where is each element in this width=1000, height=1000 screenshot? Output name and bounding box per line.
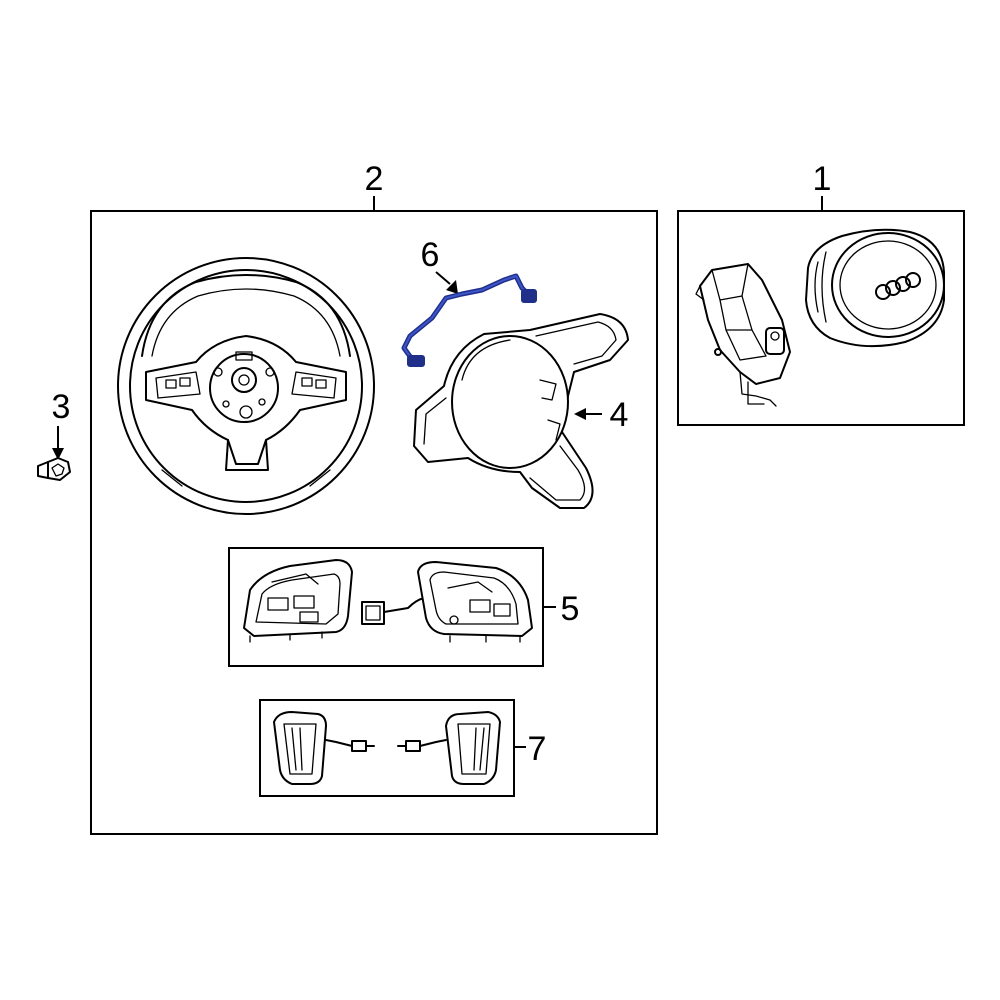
callout-2[interactable]: 2 xyxy=(365,160,384,198)
steering-wheel-part[interactable] xyxy=(117,257,375,515)
arrowhead-3 xyxy=(52,448,64,460)
paddle-shifter-left-part[interactable] xyxy=(273,711,375,785)
wiring-harness-part[interactable] xyxy=(401,273,537,367)
trim-cover-part[interactable] xyxy=(413,313,629,509)
bolt-part[interactable] xyxy=(37,457,71,481)
callout-6[interactable]: 6 xyxy=(421,236,440,274)
airbag-module-part[interactable] xyxy=(695,228,945,407)
arrowhead-6 xyxy=(446,280,458,294)
callout-4[interactable]: 4 xyxy=(610,396,629,434)
connector-plug-part[interactable] xyxy=(361,597,425,625)
arrowhead-4 xyxy=(574,408,586,420)
callout-3[interactable]: 3 xyxy=(52,388,71,426)
four-rings-logo xyxy=(875,272,921,300)
callout-1[interactable]: 1 xyxy=(813,160,832,198)
switch-module-right-part[interactable] xyxy=(417,561,533,643)
callout-7[interactable]: 7 xyxy=(528,730,547,768)
callout-5[interactable]: 5 xyxy=(561,590,580,628)
switch-module-left-part[interactable] xyxy=(243,559,353,643)
paddle-shifter-right-part[interactable] xyxy=(397,711,501,785)
leader-line-6 xyxy=(435,271,451,285)
